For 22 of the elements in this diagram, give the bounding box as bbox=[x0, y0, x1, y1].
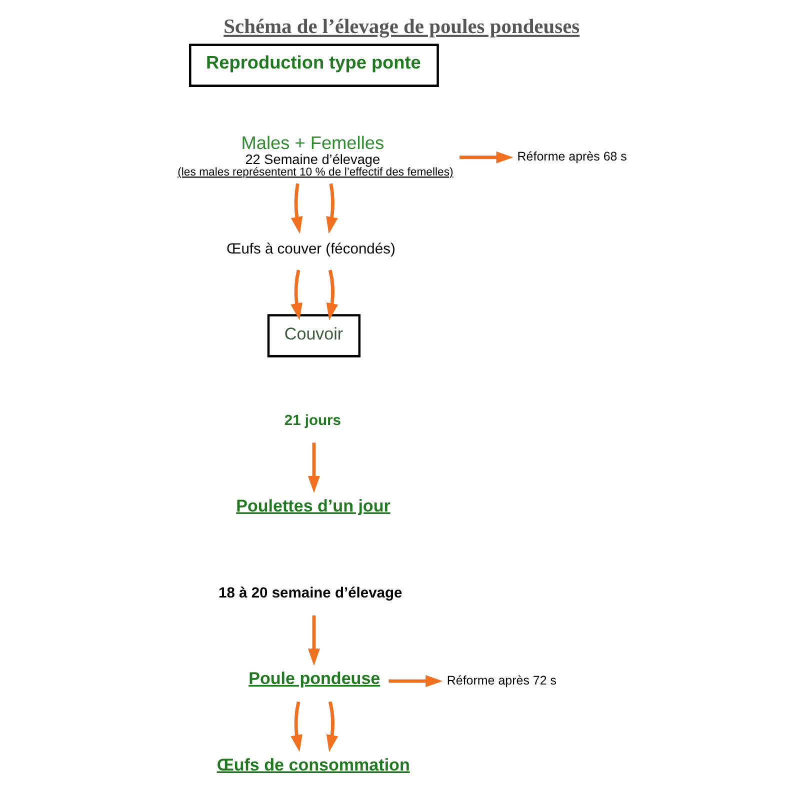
arrow bbox=[388, 675, 442, 688]
arrow bbox=[307, 442, 320, 494]
arrow bbox=[290, 270, 302, 320]
node-text: 18 à 20 semaine d’élevage bbox=[218, 585, 402, 602]
node-text: Poulettes d’un jour bbox=[236, 496, 390, 516]
node-text: 21 jours bbox=[284, 412, 340, 429]
diagram-title: Schéma de l’élevage de poules pondeuses bbox=[223, 16, 580, 38]
node-box: Couvoir bbox=[266, 314, 360, 358]
node-box: Reproduction type ponte bbox=[188, 44, 438, 87]
arrow bbox=[307, 615, 320, 666]
arrow bbox=[290, 183, 302, 234]
arrow bbox=[290, 701, 302, 752]
node-text: Œufs de consommation bbox=[216, 755, 410, 774]
node-text: Réforme après 68 s bbox=[516, 150, 626, 164]
arrow bbox=[326, 270, 338, 320]
node-text: Males + Femelles 22 Semaine d’élevage (les males représentent 10 % de l’effectif des femelles) bbox=[177, 133, 453, 179]
arrow bbox=[326, 701, 338, 752]
node-text: Réforme après 72 s bbox=[446, 673, 556, 688]
node-text: Poule pondeuse bbox=[248, 668, 380, 688]
node-text: Œufs à couver (fécondés) bbox=[226, 241, 395, 258]
arrow bbox=[326, 183, 338, 234]
arrow bbox=[459, 151, 513, 164]
